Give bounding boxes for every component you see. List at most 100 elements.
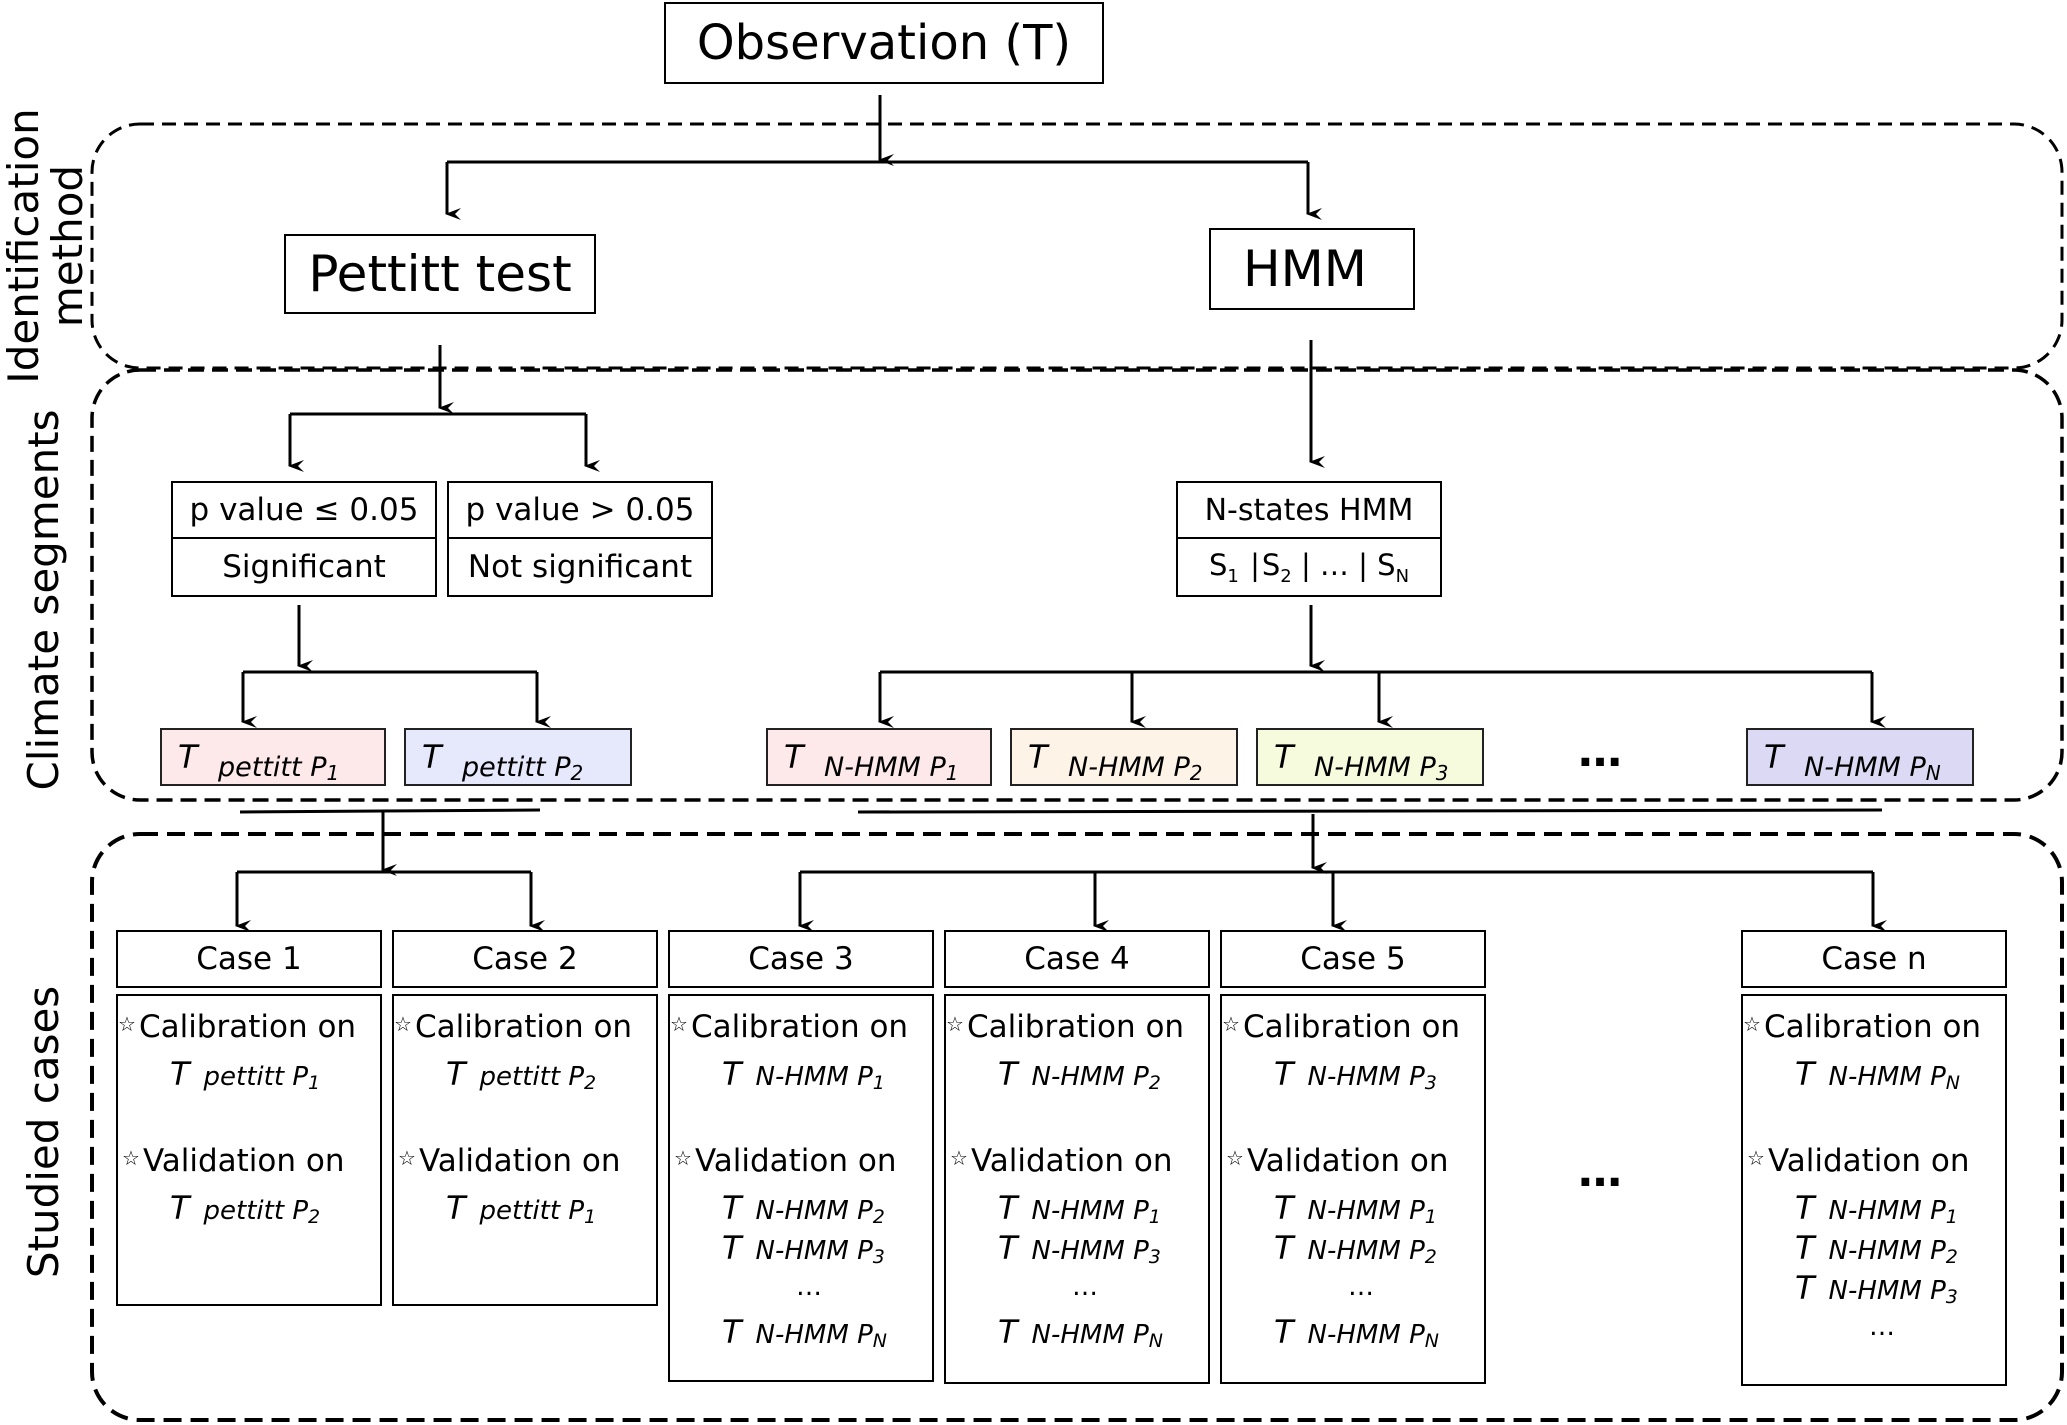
validation-label: ☆Validation on xyxy=(950,1143,1173,1179)
star-icon: ☆ xyxy=(670,1012,688,1036)
state-sn: SN xyxy=(1377,547,1410,587)
star-icon: ☆ xyxy=(950,1146,968,1170)
hmm-label: HMM xyxy=(1243,240,1367,298)
significant-condition-cell: p value ≤ 0.05 xyxy=(171,481,437,539)
case-title: Case n xyxy=(1821,941,1927,977)
case-title: Case 1 xyxy=(196,941,302,977)
significant-condition-text: p value ≤ 0.05 xyxy=(189,492,419,528)
validation-label: ☆Validation on xyxy=(1747,1143,1970,1179)
segment-box-5: T N-HMM P3 xyxy=(1256,728,1484,786)
segment-subscript: N-HMM P2 xyxy=(1068,752,1203,785)
state-separator: | xyxy=(1250,547,1260,582)
star-icon: ☆ xyxy=(1743,1012,1761,1036)
star-icon: ☆ xyxy=(674,1146,692,1170)
star-icon: ☆ xyxy=(1747,1146,1765,1170)
significant-label-text: Significant xyxy=(222,549,386,585)
star-icon: ☆ xyxy=(946,1012,964,1036)
calibration-label: ☆Calibration on xyxy=(1222,1009,1461,1045)
case-title-box: Case 5 xyxy=(1220,930,1486,988)
pettitt-test-box: Pettitt test xyxy=(284,234,596,314)
case-title: Case 3 xyxy=(748,941,854,977)
n-states-hmm-cell: N-states HMM xyxy=(1176,481,1442,539)
calibration-label: ☆Calibration on xyxy=(1743,1009,1982,1045)
case-title-box: Case 4 xyxy=(944,930,1210,988)
segment-t: T xyxy=(784,738,804,776)
case-title: Case 4 xyxy=(1024,941,1130,977)
validation-label: ☆Validation on xyxy=(398,1143,621,1179)
studied-cases-region xyxy=(90,832,2064,1422)
star-icon: ☆ xyxy=(398,1146,416,1170)
case-body-box xyxy=(668,994,934,1382)
segment-subscript: N-HMM PN xyxy=(1804,752,1941,785)
not-significant-label-text: Not significant xyxy=(467,549,693,585)
hmm-box: HMM xyxy=(1209,228,1415,310)
state-s1: S1 xyxy=(1208,547,1239,587)
segment-t: T xyxy=(1028,738,1048,776)
hmm-states-list-cell: S1 |S2 | … | SN xyxy=(1176,537,1442,597)
case-body-box xyxy=(116,994,382,1306)
segment-t: T xyxy=(422,738,442,776)
section-label-studied-cases: Studied cases xyxy=(18,985,68,1279)
significant-label-cell: Significant xyxy=(171,537,437,597)
case-title: Case 5 xyxy=(1300,941,1406,977)
validation-label: ☆Validation on xyxy=(1226,1143,1449,1179)
segment-box-6: T N-HMM PN xyxy=(1746,728,1974,786)
case-body-box xyxy=(392,994,658,1306)
star-icon: ☆ xyxy=(394,1012,412,1036)
segment-t: T xyxy=(1764,738,1784,776)
case-title-box: Case 3 xyxy=(668,930,934,988)
segment-box-3: T N-HMM P1 xyxy=(766,728,992,786)
validation-label: ☆Validation on xyxy=(674,1143,897,1179)
not-significant-label-cell: Not significant xyxy=(447,537,713,597)
case-title-box: Case 1 xyxy=(116,930,382,988)
calibration-label: ☆Calibration on xyxy=(394,1009,633,1045)
case-title-box: Case 2 xyxy=(392,930,658,988)
star-icon: ☆ xyxy=(1226,1146,1244,1170)
not-significant-condition-text: p value > 0.05 xyxy=(465,492,695,528)
case-segment-ellipsis: … xyxy=(1072,1272,1098,1302)
not-significant-condition-cell: p value > 0.05 xyxy=(447,481,713,539)
star-icon: ☆ xyxy=(118,1012,136,1036)
section-label-climate-segments: Climate segments xyxy=(18,409,68,791)
n-states-hmm-text: N-states HMM xyxy=(1204,492,1414,528)
case-segment-ellipsis: … xyxy=(1348,1272,1374,1302)
case-body-box xyxy=(1741,994,2007,1386)
state-middle: | … | xyxy=(1300,547,1368,582)
case-body-box xyxy=(1220,994,1486,1384)
validation-label: ☆Validation on xyxy=(122,1143,345,1179)
section-label-identification: Identification method xyxy=(0,108,92,384)
segment-subscript: N-HMM P3 xyxy=(1314,752,1449,785)
observation-box: Observation (T) xyxy=(664,2,1104,84)
hmm-states-list-text: S1 |S2 | … | SN xyxy=(1209,548,1409,587)
calibration-label: ☆Calibration on xyxy=(118,1009,357,1045)
case-segment-ellipsis: … xyxy=(1869,1312,1895,1342)
segment-ellipsis: … xyxy=(1578,726,1622,777)
climate-segments-region xyxy=(90,368,2064,802)
star-icon: ☆ xyxy=(1222,1012,1240,1036)
observation-label: Observation (T) xyxy=(696,15,1072,71)
case-segment-ellipsis: … xyxy=(796,1272,822,1302)
pettitt-test-label: Pettitt test xyxy=(308,245,572,303)
case-title-box: Case n xyxy=(1741,930,2007,988)
segment-t: T xyxy=(1274,738,1294,776)
calibration-label: ☆Calibration on xyxy=(670,1009,909,1045)
state-s2: S2 xyxy=(1261,547,1292,587)
segment-subscript: N-HMM P1 xyxy=(824,752,959,785)
